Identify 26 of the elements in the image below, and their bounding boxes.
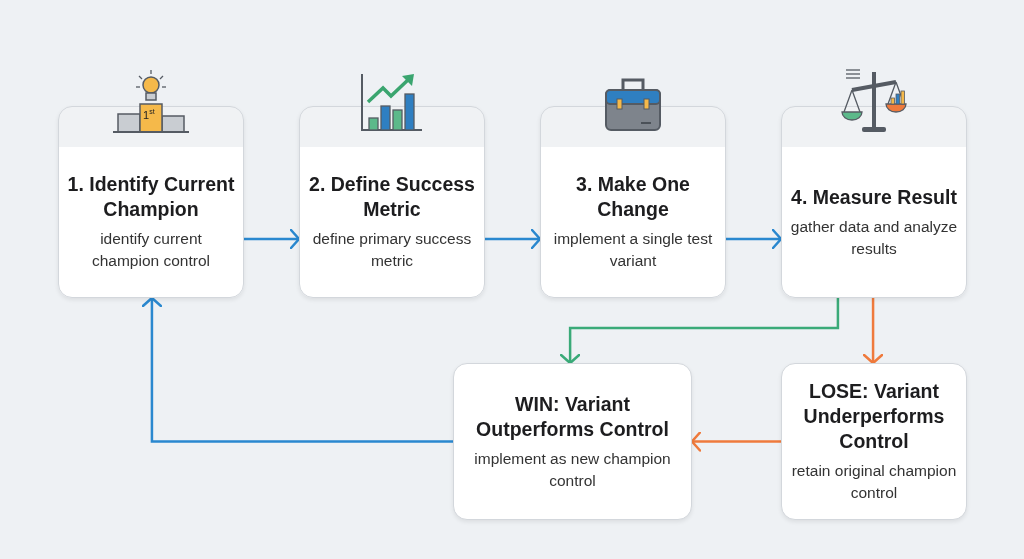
arrow: [559, 298, 840, 365]
arrow: [690, 431, 781, 452]
arrow: [862, 298, 884, 365]
step-card: [58, 106, 244, 298]
rank-label: 1$^{st}$: [143, 108, 155, 121]
step-card: [781, 106, 967, 298]
step-card: [453, 363, 692, 520]
step-description: identify current champion control: [90, 229, 211, 271]
step-description: implement a single test variant: [552, 229, 714, 271]
step-card: [540, 106, 726, 298]
step-card: [299, 106, 485, 298]
step-title: 3. Make One Change: [575, 172, 691, 222]
step-description: implement as new champion control: [473, 448, 672, 491]
step-card: [781, 363, 967, 520]
arrow: [141, 296, 453, 443]
step-title: WIN: Variant Outperforms Control: [475, 391, 670, 442]
step-title: LOSE: Variant Underperforms Control: [802, 379, 946, 454]
step-description: gather data and analyze results: [789, 216, 959, 259]
step-title: 1. Identify Current Champion: [66, 172, 236, 222]
step-description: define primary success metric: [311, 229, 473, 271]
step-description: retain original champion control: [790, 461, 958, 503]
arrow: [244, 228, 301, 250]
arrow: [485, 228, 542, 250]
step-title: 2. Define Success Metric: [308, 172, 476, 222]
step-title: 4. Measure Result: [790, 184, 958, 210]
arrow: [726, 228, 783, 250]
